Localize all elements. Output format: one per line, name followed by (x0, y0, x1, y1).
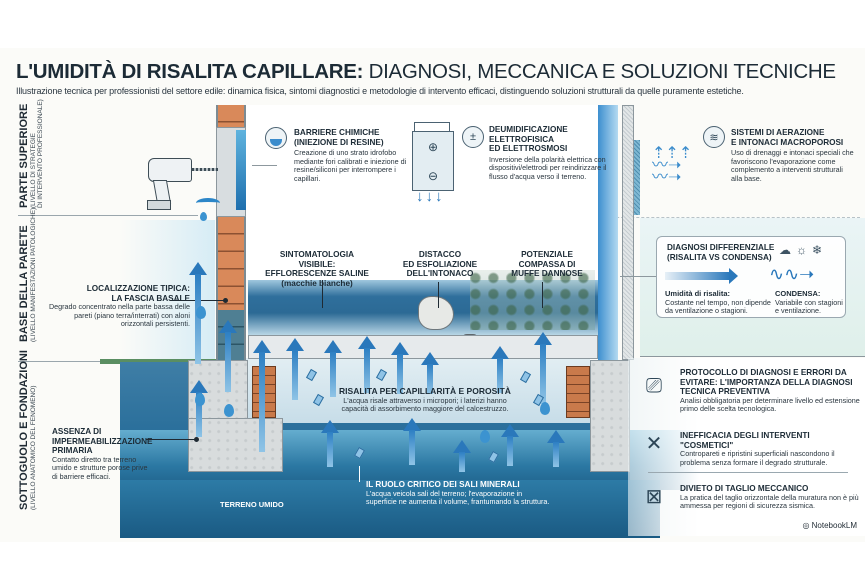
callout-aeration: SISTEMI DI AERAZIONE E INTONACI MACROPOR… (731, 128, 854, 183)
page-title: L'UMIDITÀ DI RISALITA CAPILLARE: DIAGNOS… (16, 60, 836, 83)
label-wet-soil: TERRENO UMIDO (220, 500, 284, 509)
leader-dot (223, 298, 228, 303)
callout-mineral-salts: IL RUOLO CRITICO DEI SALI MINERALI L'acq… (366, 480, 550, 507)
capillary-zone (240, 358, 590, 423)
notebooklm-logo-icon: ◎ (802, 521, 812, 530)
drop-icon (196, 306, 206, 319)
right-wall-air-cavity (598, 105, 618, 360)
drill-battery-icon (147, 200, 171, 210)
diagnosis-title: DIAGNOSI DIFFERENZIALE (RISALITA VS COND… (667, 243, 775, 262)
band-label-base: BASE DELLA PARETE (LIVELLO MANIFESTAZION… (18, 207, 37, 342)
callout-waterproofing: ASSENZA DI IMPERMEABILIZZAZIONE PRIMARIA… (52, 427, 153, 481)
callout-plaster-detachment: DISTACCO ED ESFOLIAZIONE DELL'INTONACO (402, 250, 478, 278)
drop-icon (540, 402, 550, 415)
sun-icon: ☼ (796, 243, 812, 257)
mould-zone (470, 270, 595, 330)
drop-icon (480, 430, 490, 443)
snowflake-icon: ❄ (812, 243, 828, 257)
drill-bit-icon (192, 168, 218, 171)
differential-diagnosis-box: DIAGNOSI DIFFERENZIALE (RISALITA VS COND… (656, 236, 846, 318)
wind-icon: ≋ (703, 126, 725, 148)
protocol-panel-bg (628, 358, 865, 536)
soil-deep-layer (120, 480, 660, 538)
plus-minus-icon: ± (462, 126, 484, 148)
left-footing (188, 418, 283, 472)
leader-salts (359, 466, 360, 482)
callout-efflorescence: SINTOMATOLOGIA VISIBILE: EFFLORESCENZE S… (265, 250, 369, 288)
resin-injection-column (236, 130, 246, 210)
leader-chemical (252, 165, 277, 166)
leader-diagnosis (620, 276, 656, 277)
flowchart-icon: ⎚ (646, 374, 662, 397)
band-label-upper: PARTE SUPERIORE (LIVELLO DI STRATEGIE DI… (18, 99, 44, 208)
callout-electro-osmosis: DEUMIDIFICAZIONE ELETTROFISICA ED ELETTR… (489, 125, 607, 181)
left-wall-upper-brick (216, 105, 246, 127)
leader-waterproofing (146, 439, 196, 440)
brand-label: ◎ NotebookLM (802, 521, 857, 530)
battery-circuit-icon (414, 122, 450, 132)
leader-efflorescence (322, 280, 323, 308)
callout-capillarity: RISALITA PER CAPILLARITÀ E POROSITÀ L'ac… (339, 386, 511, 414)
drill-icon (148, 158, 192, 182)
band-divider-lower (18, 361, 108, 362)
evaporation-wind-icon: ⇡⇡⇡〰➝〰➝ (652, 145, 693, 186)
grass-line (100, 359, 220, 364)
callout-chemical-barriers: BARRIERE CHIMICHE (INIEZIONE DI RESINE) … (294, 128, 407, 183)
plus-icon: ⊕ (427, 139, 439, 154)
leader-detachment (438, 282, 439, 308)
right-room-floor (640, 356, 865, 357)
foundation-brick-right (566, 366, 590, 418)
band-label-subsoil: SOTTOGUOLO E FONDAZIONI (LIVELLO ANATOMI… (18, 350, 37, 510)
right-foundation (590, 360, 630, 472)
cloud-icon: ☁ (779, 243, 796, 257)
weather-icons: ☁☼❄ (779, 243, 827, 257)
electrode-box-icon: ⊕ ⊖ (412, 131, 454, 191)
right-wall-macroporous-plaster (622, 105, 634, 360)
drop-icon (200, 212, 207, 221)
leader-dot (194, 437, 199, 442)
condensation-wave-icon: ∿∿➝ (769, 264, 815, 284)
condensation-description: CONDENSA: Variabile con stagioni e venti… (775, 289, 843, 316)
crossed-tools-icon: ✕ (645, 432, 663, 455)
injection-icon (265, 127, 287, 149)
left-wall-damp-brick (216, 310, 246, 360)
rising-arrow-icon (665, 268, 738, 284)
right-wall-plaster-blue (634, 140, 640, 215)
protocol-divider (648, 472, 848, 473)
drop-icon (224, 404, 234, 417)
page-subtitle: Illustrazione tecnica per professionisti… (16, 86, 744, 96)
leader-mould (542, 282, 543, 308)
callout-localization: LOCALIZZAZIONE TIPICA: LA FASCIA BASALE … (48, 284, 190, 329)
crossed-saw-icon: ⊠ (645, 485, 663, 508)
drop-icon (195, 393, 205, 406)
minus-icon: ⊖ (427, 168, 439, 183)
electro-arrows-icon: ↓↓↓ (416, 188, 445, 205)
callout-mould: POTENZIALE COMPASSA DI MUFFE DANNOSE (511, 250, 583, 278)
band-divider-upper (18, 215, 198, 216)
rising-damp-description: Umidità di risalita: Costante nel tempo,… (665, 289, 771, 316)
plaster-flake (418, 296, 454, 330)
water-splash-icon (196, 198, 220, 208)
